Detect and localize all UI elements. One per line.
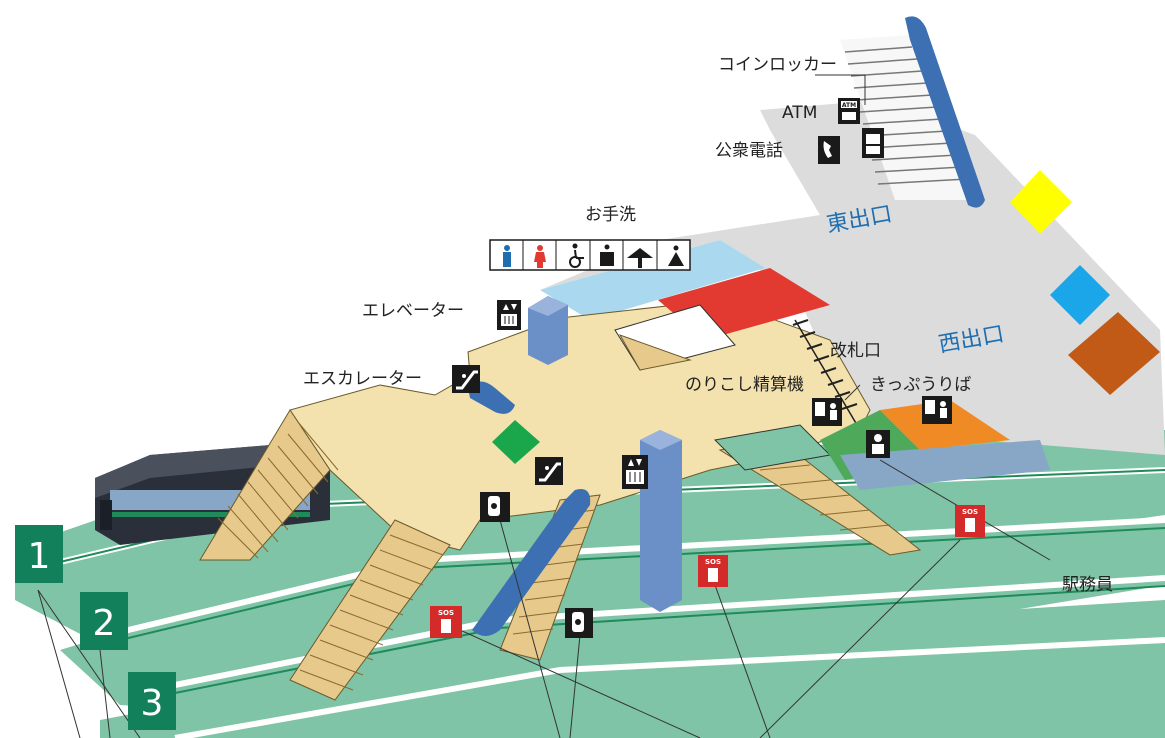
wheelchair-icon <box>569 243 584 268</box>
label-restroom: お手洗 <box>585 205 636 225</box>
marker-yellow <box>1010 170 1072 234</box>
ticket-machine-icon <box>922 396 952 424</box>
label-escalator: エスカレーター <box>303 369 422 389</box>
platform-badge-1: 1 <box>15 525 63 583</box>
label-station-staff: 駅務員 <box>1062 575 1113 595</box>
track-line <box>174 637 1165 738</box>
exit-area <box>540 100 1165 455</box>
restroom-icons <box>489 239 691 271</box>
sos-icon: SOS <box>430 606 462 638</box>
intercom-icon <box>565 608 593 638</box>
svg-text:SOS: SOS <box>705 558 721 566</box>
svg-text:SOS: SOS <box>962 508 978 516</box>
platform-badge-2: 2 <box>80 592 128 650</box>
marker-blue <box>1050 265 1110 325</box>
svg-text:1: 1 <box>28 536 51 577</box>
svg-text:ATM: ATM <box>842 102 856 109</box>
gate-stairs <box>618 334 692 371</box>
escalator-icon <box>452 365 480 393</box>
label-coin-locker: コインロッカー <box>718 55 837 75</box>
escalator-platform <box>472 489 591 636</box>
platform-1-shelter <box>840 440 1050 490</box>
ostomate-icon <box>600 244 614 266</box>
fare-adjust-icon <box>812 398 842 426</box>
svg-text:SOS: SOS <box>438 609 454 617</box>
elevator-icon <box>622 455 648 489</box>
label-atm: ATM <box>782 103 817 123</box>
label-ticket-gate: 改札口 <box>830 341 881 361</box>
label-ticket-office: きっぷうりば <box>870 375 971 395</box>
svg-text:3: 3 <box>141 683 164 724</box>
east-exit-escalator <box>905 16 985 208</box>
marker-green <box>492 420 540 464</box>
stairs-middle-steps <box>299 534 444 691</box>
locker-icon <box>862 128 884 158</box>
sos-icon: SOS <box>698 555 728 587</box>
leader-lines <box>37 74 1051 738</box>
atm-icon: ATM <box>838 98 860 124</box>
ticket-gate-barriers <box>792 319 858 410</box>
staff-icon <box>866 430 890 458</box>
escalator-icon <box>535 457 563 485</box>
marker-orange <box>1068 312 1160 395</box>
label-elevator: エレベーター <box>362 301 464 321</box>
baby-changing-icon <box>627 248 653 268</box>
label-fare-adjust: のりこし精算機 <box>685 375 804 395</box>
label-payphone: 公衆電話 <box>715 141 783 161</box>
restroom-area <box>540 240 765 320</box>
stairs-left-steps <box>217 421 339 559</box>
elevator-shaft-lower <box>640 430 682 612</box>
phone-icon <box>818 136 840 164</box>
east-exit-stairs <box>840 35 975 200</box>
baby-chair-icon <box>668 245 684 266</box>
stairs-left <box>199 409 331 561</box>
restroom-men-icon <box>491 241 523 269</box>
ticket-gate-line <box>794 319 861 431</box>
elevator-shaft-upper <box>528 296 568 365</box>
platform-badge-3: 3 <box>128 672 176 730</box>
sos-icon: SOS <box>955 505 985 537</box>
svg-text:2: 2 <box>93 603 116 644</box>
stairs-middle <box>289 519 451 701</box>
elevator-icon <box>497 300 521 330</box>
intercom-icon <box>480 492 510 522</box>
ticket-office-area <box>880 400 1010 450</box>
restroom-women-icon <box>534 245 546 268</box>
